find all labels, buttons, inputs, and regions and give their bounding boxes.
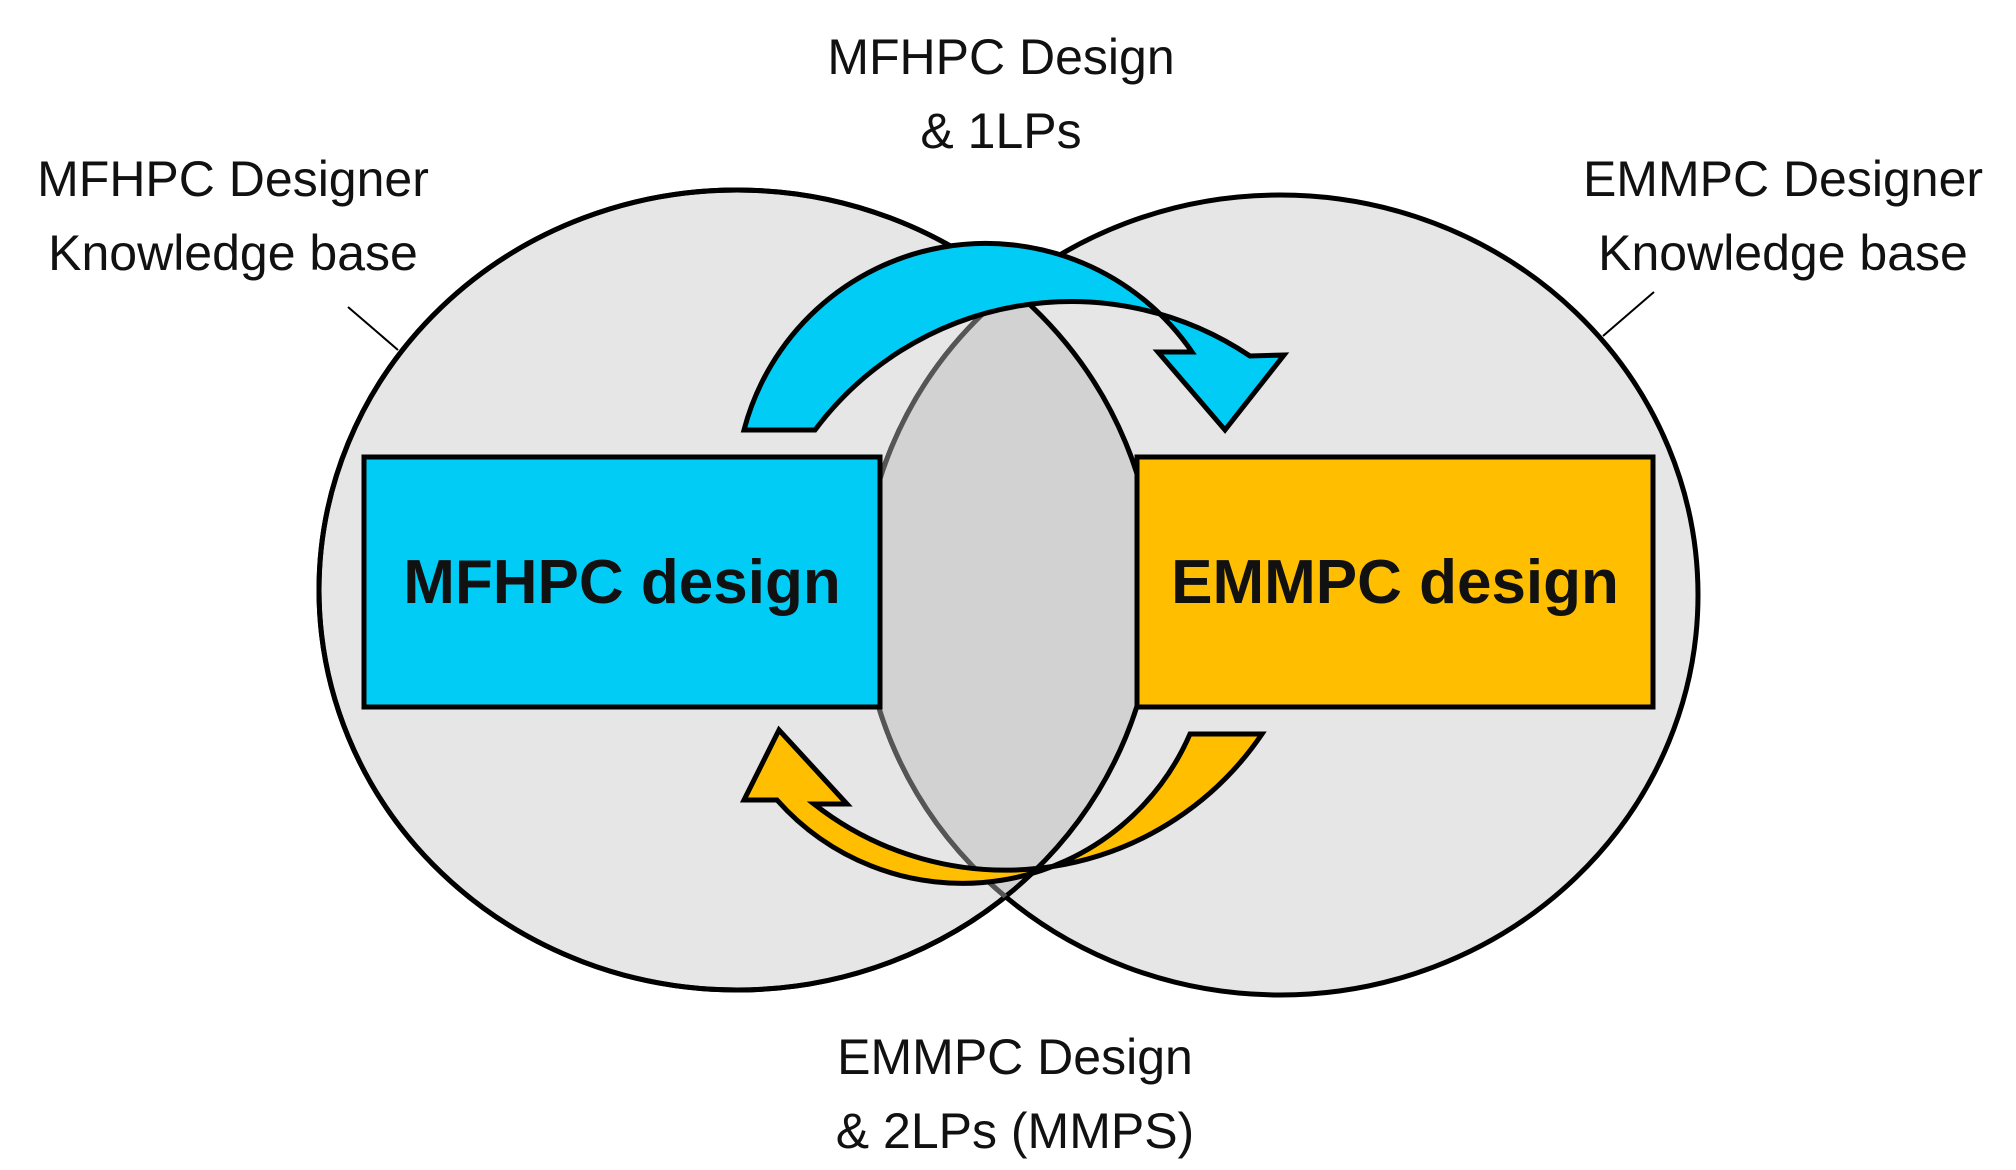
top-flow-arrow	[740, 240, 1290, 434]
mfhpc-design-label: MFHPC design	[403, 548, 840, 617]
right-knowledge-base-leader	[1602, 291, 1655, 337]
left-knowledge-base-subtitle: Knowledge base	[48, 225, 418, 281]
left-knowledge-base-leader	[347, 306, 399, 351]
right-knowledge-base-subtitle: Knowledge base	[1598, 225, 1968, 281]
mfhpc-design-box	[361, 454, 883, 710]
overlap-region	[862, 195, 1155, 990]
top-flow-label-line1: MFHPC Design	[827, 29, 1174, 85]
top-flow-label-line2: & 1LPs	[920, 103, 1081, 159]
bottom-flow-label-line1: EMMPC Design	[837, 1029, 1193, 1085]
bottom-flow-label-line2: & 2LPs (MMPS)	[836, 1103, 1194, 1159]
left-knowledge-base-title: MFHPC Designer	[37, 151, 429, 207]
right-knowledge-base-title: EMMPC Designer	[1583, 151, 1983, 207]
emmpc-design-label: EMMPC design	[1171, 548, 1619, 617]
bottom-flow-arrow	[739, 725, 1267, 886]
emmpc-design-box	[1134, 454, 1656, 710]
